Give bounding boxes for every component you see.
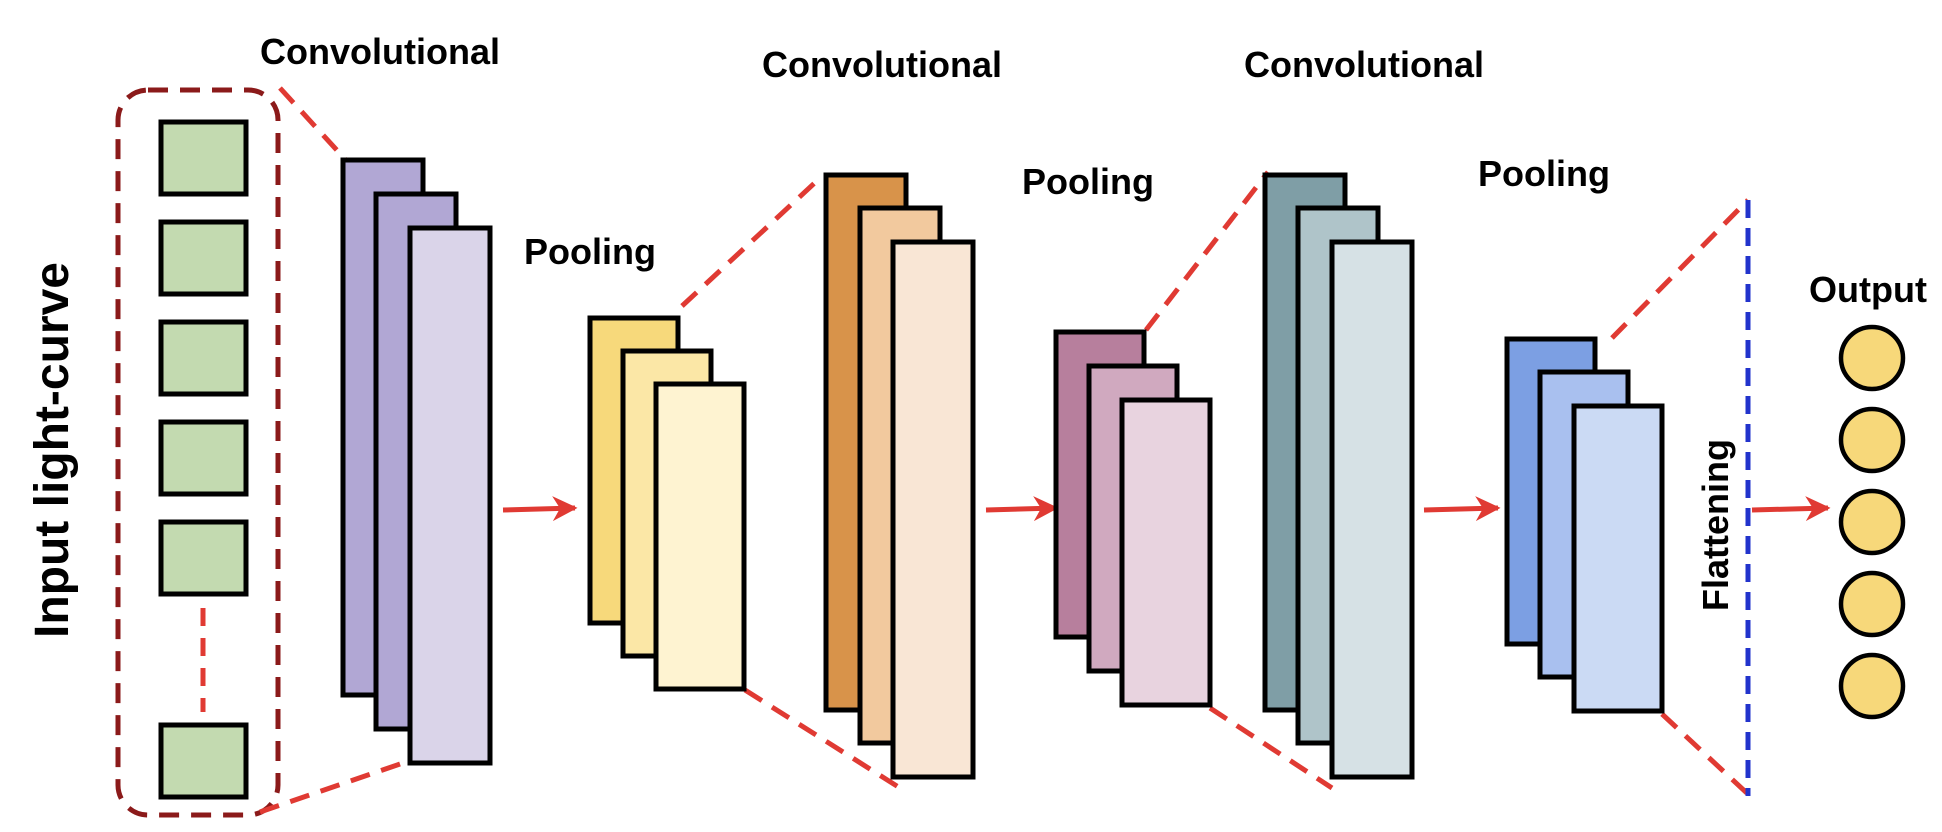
conv1-feature-maps [340,157,493,766]
input-cell [158,319,249,397]
pool2-label: Pooling [1022,161,1154,202]
output-node [1838,406,1906,474]
input-cell [158,519,249,597]
pool1-feature-maps [587,315,747,692]
projection-line [1610,198,1750,340]
conv3-feature-maps [1262,172,1415,780]
projection-line [680,176,822,308]
conv2-label: Convolutional [762,44,1002,85]
flow-arrow [985,496,1059,522]
flatten-label: Flattening [1695,439,1736,611]
flow-arrow [502,496,578,522]
output-node [1838,488,1906,556]
conv1-label: Convolutional [260,31,500,72]
input-cell [158,722,249,800]
pool3-label: Pooling [1478,153,1610,194]
feature-map [1119,397,1213,708]
input-label: Input light-curve [26,262,79,638]
flow-arrow [1423,496,1501,522]
pool2-feature-maps [1053,329,1213,708]
feature-map [407,225,493,766]
input-cell [158,419,249,497]
projection-line [1208,705,1334,791]
output-node [1838,324,1906,392]
input-cell [158,119,249,197]
input-cell [158,219,249,297]
projection-line [1144,170,1270,332]
feature-map [1329,239,1415,780]
output-nodes [1838,324,1906,720]
feature-map [890,239,976,780]
conv2-feature-maps [823,172,976,780]
projection-line [259,759,407,815]
output-node [1838,570,1906,638]
feature-map [653,381,747,692]
pool1-label: Pooling [524,231,656,272]
projection-line [1660,712,1752,798]
feature-map [1571,403,1665,714]
flow-arrow [1751,496,1831,522]
input-block: Input light-curve [26,87,281,818]
pool3-feature-maps [1504,336,1665,714]
output-node [1838,652,1906,720]
conv3-label: Convolutional [1244,44,1484,85]
projection-lines [259,86,1752,815]
input-border [115,87,281,818]
output-label: Output [1809,269,1927,310]
